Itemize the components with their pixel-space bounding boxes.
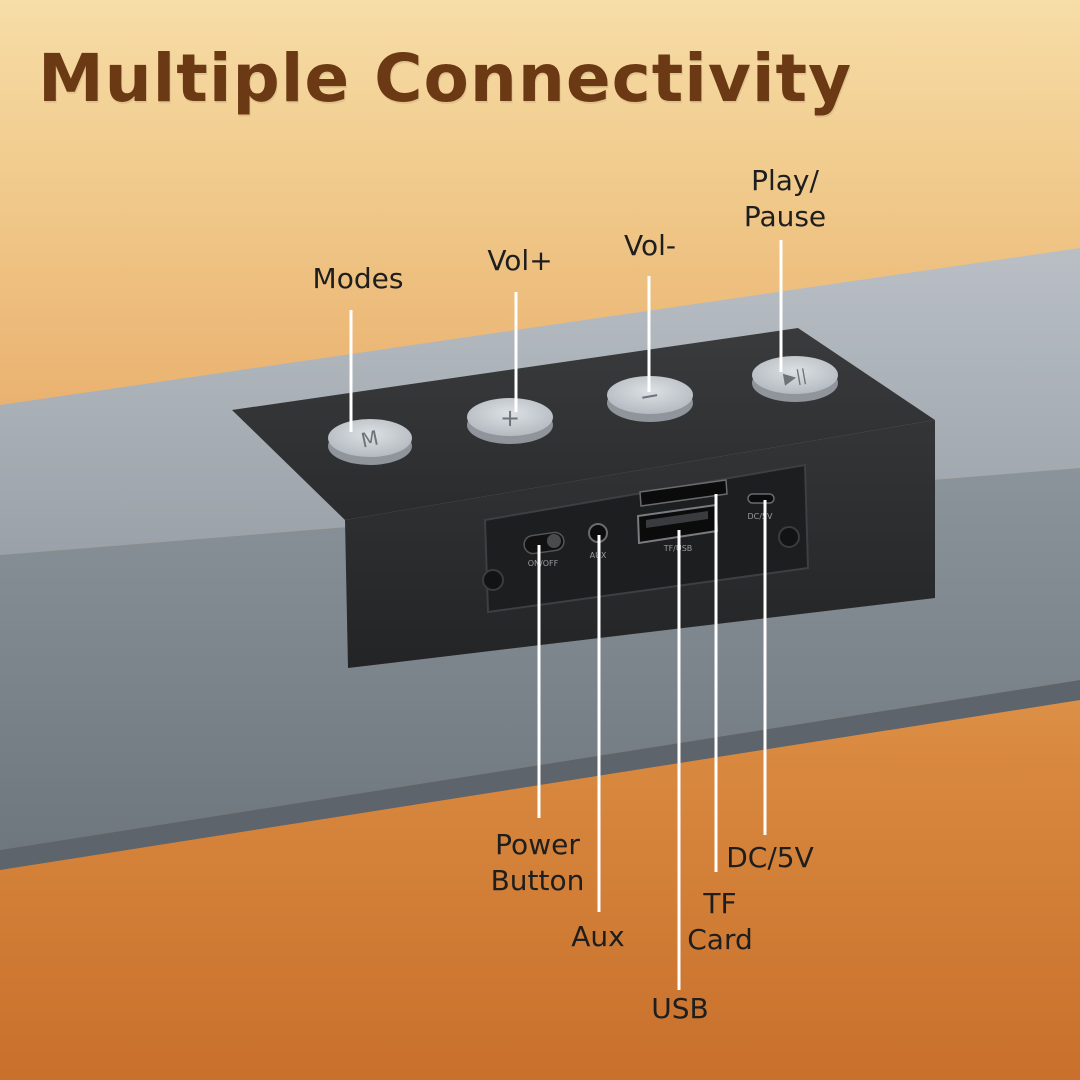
power-switch-port [523,531,565,555]
label-vol-plus: Vol+ [487,244,553,277]
screw-left [482,569,504,591]
panel-text-onoff: ON/OFF [528,559,559,568]
label-vol-minus: Vol- [624,229,676,262]
label-dc: DC/5V [726,841,814,874]
label-modes: Modes [312,262,404,295]
label-tf-card: TF Card [687,887,753,956]
page-title: Multiple Connectivity [38,40,853,117]
play-pause-button [752,356,838,402]
label-usb: USB [651,992,709,1025]
label-aux: Aux [571,920,625,953]
panel-text-dc5v: DC/5V [747,512,773,521]
play-pause-glyph: ▶|| [782,365,808,388]
tf-card-slot [639,479,728,507]
vol-minus-button [607,376,693,422]
label-play-pause: Play/ Pause [743,164,827,233]
vol-plus-button [467,398,553,444]
modes-glyph: M [359,425,381,452]
screw-right [778,526,800,548]
modes-button [328,419,412,465]
label-power-button: Power Button [490,828,585,897]
dc-port [747,493,775,504]
